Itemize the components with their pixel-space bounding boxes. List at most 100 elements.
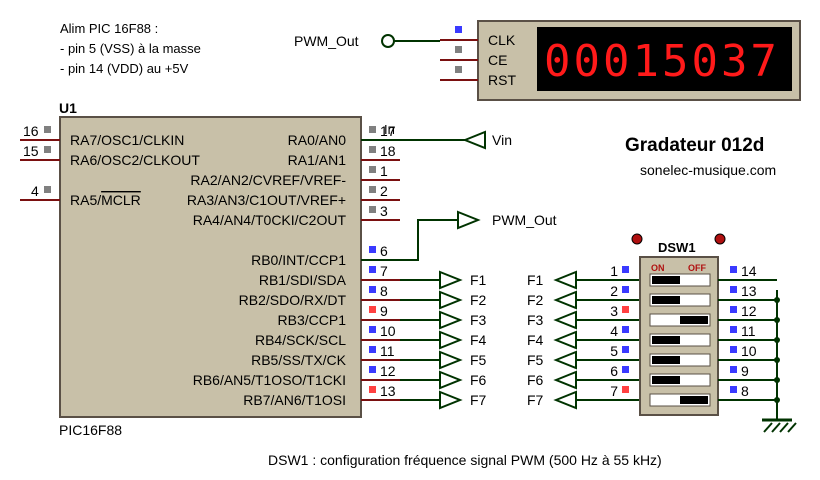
pin-name-17: RA0/AN0 xyxy=(288,132,347,148)
chip-f-label-3: F3 xyxy=(470,312,487,328)
counter-pin-marker-rst xyxy=(455,66,462,73)
pin-num-10: 10 xyxy=(380,323,396,339)
pin-num-2: 2 xyxy=(380,183,388,199)
chip-f-terminal-7[interactable] xyxy=(439,390,463,410)
chip-f-label-1: F1 xyxy=(470,272,487,288)
pin-marker-3 xyxy=(369,206,376,213)
vin-label: Vin xyxy=(492,132,512,148)
pwm-out-label: PWM_Out xyxy=(492,212,557,228)
dsw-pin-marker-3 xyxy=(622,306,629,313)
dsw-pin-num-12: 12 xyxy=(741,303,757,319)
pin-name-13: RB7/AN6/T1OSI xyxy=(243,392,346,408)
vin-terminal[interactable] xyxy=(462,130,486,150)
pin-name-8: RB2/SDO/RX/DT xyxy=(239,292,347,308)
dsw-pin-marker-9 xyxy=(730,366,737,373)
chip-f-label-4: F4 xyxy=(470,332,487,348)
pin-name-3: RA4/AN4/T0CKI/C2OUT xyxy=(193,212,347,228)
pin-name-7: RB1/SDI/SDA xyxy=(259,272,347,288)
dsw-pin-num-11: 11 xyxy=(741,323,756,339)
dsw-pin-num-10: 10 xyxy=(741,343,757,359)
dsw-off-label: OFF xyxy=(688,263,706,273)
dsw-f-label-2: F2 xyxy=(527,292,544,308)
dsw-f-terminal-2[interactable] xyxy=(553,290,577,310)
dsw-pin-num-5: 5 xyxy=(610,343,618,359)
dsw-f-label-3: F3 xyxy=(527,312,544,328)
dsw-pin-num-3: 3 xyxy=(610,303,618,319)
pin-num-7: 7 xyxy=(380,263,388,279)
chip-model: PIC16F88 xyxy=(59,422,122,438)
dsw-ref: DSW1 xyxy=(658,240,696,255)
pin-marker-17 xyxy=(369,126,376,133)
dsw-pin-marker-5 xyxy=(622,346,629,353)
note-line-2: - pin 5 (VSS) à la masse xyxy=(60,41,201,56)
dsw-f-terminal-3[interactable] xyxy=(553,310,577,330)
pin-num-16: 16 xyxy=(23,123,39,139)
dsw-pin-marker-11 xyxy=(730,326,737,333)
dsw-pin-marker-8 xyxy=(730,386,737,393)
counter-display xyxy=(537,27,792,91)
pin-num-4: 4 xyxy=(31,183,39,199)
ground-icon xyxy=(763,422,797,433)
pin-marker-8 xyxy=(369,286,376,293)
chip-ref: U1 xyxy=(59,100,77,116)
dsw-pin-marker-14 xyxy=(730,266,737,273)
pic-chip[interactable] xyxy=(59,116,362,418)
dsw-f-terminal-7[interactable] xyxy=(553,390,577,410)
dsw-pin-num-14: 14 xyxy=(741,263,757,279)
pin-num-3: 3 xyxy=(380,203,388,219)
dsw-f-label-1: F1 xyxy=(527,272,544,288)
pwm-out-terminal[interactable] xyxy=(457,210,481,230)
dsw-pin-num-7: 7 xyxy=(610,383,618,399)
dsw-switch-knob-2 xyxy=(652,296,680,304)
pin-marker-2 xyxy=(369,186,376,193)
dsw-pin-marker-10 xyxy=(730,346,737,353)
pin-num-12: 12 xyxy=(380,363,396,379)
dsw-f-label-6: F6 xyxy=(527,372,544,388)
dsw-f-terminal-6[interactable] xyxy=(553,370,577,390)
chip-f-terminal-5[interactable] xyxy=(439,350,463,370)
dsw-pin-marker-4 xyxy=(622,326,629,333)
pin-name-9: RB3/CCP1 xyxy=(278,312,347,328)
dsw-switch-knob-7 xyxy=(680,396,708,404)
chip-f-terminal-1[interactable] xyxy=(439,270,463,290)
pin-name-1: RA2/AN2/CVREF/VREF- xyxy=(190,172,346,188)
dsw-on-label: ON xyxy=(651,263,665,273)
pin-marker-12 xyxy=(369,366,376,373)
pin-name-10: RB4/SCK/SCL xyxy=(255,332,346,348)
dsw-screw-left xyxy=(631,233,643,245)
dsw-pin-num-2: 2 xyxy=(610,283,618,299)
pin-marker-6 xyxy=(369,246,376,253)
chip-f-terminal-4[interactable] xyxy=(439,330,463,350)
pin-num-1: 1 xyxy=(380,163,388,179)
dsw-pin-marker-13 xyxy=(730,286,737,293)
dsw-f-terminal-1[interactable] xyxy=(553,270,577,290)
pin-num-11: 11 xyxy=(380,343,395,359)
pin-num-15: 15 xyxy=(23,143,39,159)
pwm-out-input-label: PWM_Out xyxy=(294,33,359,49)
dsw-f-terminal-4[interactable] xyxy=(553,330,577,350)
dsw-pin-marker-7 xyxy=(622,386,629,393)
pwm-out-input-terminal[interactable] xyxy=(381,34,395,48)
chip-f-terminal-3[interactable] xyxy=(439,310,463,330)
counter-pin-rst: RST xyxy=(488,72,516,88)
dsw-switch-knob-3 xyxy=(680,316,708,324)
chip-f-terminal-6[interactable] xyxy=(439,370,463,390)
dsw-f-terminal-5[interactable] xyxy=(553,350,577,370)
dsw-pin-marker-6 xyxy=(622,366,629,373)
chip-right-pins: 17RA0/AN018RA1/AN11RA2/AN2/CVREF/VREF-2R… xyxy=(187,123,400,408)
pin-name-12: RB6/AN5/T1OSO/T1CKI xyxy=(193,372,346,388)
counter-pin-marker-clk xyxy=(455,26,462,33)
pin-name-11: RB5/SS/TX/CK xyxy=(251,352,347,368)
pin-name-18: RA1/AN1 xyxy=(288,152,347,168)
dsw-screw-right xyxy=(714,233,726,245)
note-line-1: Alim PIC 16F88 : xyxy=(60,21,158,36)
pin-name-2: RA3/AN3/C1OUT/VREF+ xyxy=(187,192,346,208)
dsw-switch-knob-6 xyxy=(652,376,680,384)
dsw-pin-num-9: 9 xyxy=(741,363,749,379)
dsw-pin-num-8: 8 xyxy=(741,383,749,399)
pin-num-6: 6 xyxy=(380,243,388,259)
chip-f-label-7: F7 xyxy=(470,392,487,408)
chip-f-terminal-2[interactable] xyxy=(439,290,463,310)
pin-marker-9 xyxy=(369,306,376,313)
